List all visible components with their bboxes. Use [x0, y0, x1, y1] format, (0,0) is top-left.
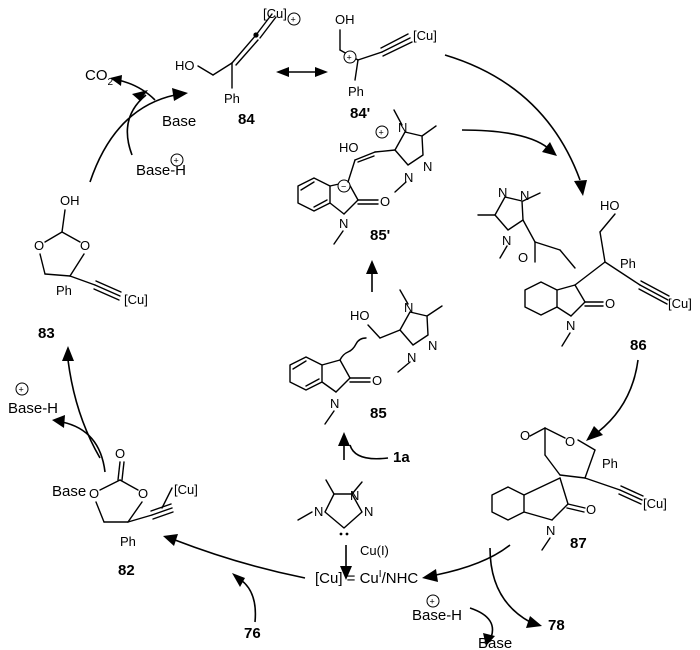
- svg-text:Cu(I): Cu(I): [360, 543, 389, 558]
- svg-text:N: N: [520, 188, 529, 203]
- svg-text:[Cu]: [Cu]: [174, 482, 198, 497]
- svg-text:O: O: [372, 373, 382, 388]
- compound-82: O O O Ph [Cu] 82: [89, 446, 198, 579]
- svg-text:N: N: [546, 523, 555, 538]
- arrow-86-to-87: [597, 359, 639, 433]
- svg-text:[Cu]: [Cu]: [263, 6, 287, 21]
- svg-text:84': 84': [350, 105, 370, 122]
- compound-84p: OH + [Cu] Ph 84': [335, 12, 437, 122]
- svg-text:1a: 1a: [393, 449, 410, 466]
- svg-text:+: +: [430, 597, 435, 607]
- svg-text:N: N: [314, 504, 323, 519]
- svg-text:HO: HO: [350, 308, 370, 323]
- svg-text:Ph: Ph: [620, 256, 636, 271]
- svg-text:+: +: [379, 128, 384, 138]
- svg-text:N: N: [330, 396, 339, 411]
- svg-text:N: N: [404, 300, 413, 315]
- nhc-precatalyst: N N N Cu(I) 1a: [297, 449, 410, 558]
- svg-text:O: O: [80, 238, 90, 253]
- co2-label: CO2: [85, 67, 114, 88]
- arrow-to-78: [489, 547, 531, 623]
- svg-text:[Cu]: [Cu]: [643, 496, 667, 511]
- svg-text:Ph: Ph: [120, 534, 136, 549]
- svg-text:Base-H: Base-H: [8, 400, 58, 417]
- svg-text:O: O: [89, 486, 99, 501]
- svg-text:O: O: [115, 446, 125, 461]
- svg-text:82: 82: [118, 562, 135, 579]
- svg-text:HO: HO: [600, 198, 620, 213]
- svg-text:O: O: [518, 250, 528, 265]
- svg-text:Ph: Ph: [602, 456, 618, 471]
- svg-text:N: N: [566, 318, 575, 333]
- svg-text:N: N: [428, 338, 437, 353]
- svg-text:Ph: Ph: [348, 84, 364, 99]
- compound-76: 76: [244, 625, 261, 642]
- svg-text:[Cu]: [Cu]: [668, 296, 692, 311]
- svg-text:N: N: [502, 233, 511, 248]
- arrow-cu-to-82: [174, 539, 306, 579]
- svg-text:HO: HO: [339, 140, 359, 155]
- svg-text:OH: OH: [60, 193, 80, 208]
- baseh-label-top: Base-H +: [136, 153, 186, 179]
- compound-85: O N HO N N N 85: [289, 289, 443, 425]
- svg-text:85: 85: [370, 405, 387, 422]
- compound-85p: O N − HO N N N + 85': [297, 109, 437, 245]
- svg-text:Ph: Ph: [224, 91, 240, 106]
- svg-text:O: O: [520, 428, 530, 443]
- svg-text:+: +: [19, 385, 24, 395]
- svg-text:OH: OH: [335, 12, 355, 27]
- svg-text:[Cu]: [Cu]: [413, 28, 437, 43]
- svg-text:O: O: [605, 296, 615, 311]
- svg-text:O: O: [586, 502, 596, 517]
- cu-definition: [Cu] = CuI/NHC: [315, 569, 418, 587]
- svg-text:87: 87: [570, 535, 587, 552]
- svg-text:N: N: [350, 488, 359, 503]
- svg-text:N: N: [407, 350, 416, 365]
- arrow-co2-out: [117, 79, 156, 101]
- arrow-base-to-co2: [126, 94, 147, 156]
- arrow-82-to-83: [67, 359, 101, 459]
- arrow-87-to-cu: [435, 544, 511, 576]
- svg-text:Ph: Ph: [56, 283, 72, 298]
- svg-text:CO2: CO2: [85, 67, 114, 88]
- svg-text:N: N: [404, 170, 413, 185]
- svg-text:Base-H: Base-H: [136, 162, 186, 179]
- arrow-83-to-84: [89, 94, 176, 183]
- svg-text:O: O: [565, 434, 575, 449]
- svg-text:85': 85': [370, 227, 390, 244]
- svg-text:N: N: [423, 159, 432, 174]
- svg-text:83: 83: [38, 325, 55, 342]
- compound-78: 78: [548, 617, 565, 634]
- svg-text:O: O: [138, 486, 148, 501]
- svg-text:−: −: [341, 182, 346, 192]
- svg-text:O: O: [34, 238, 44, 253]
- compound-86: N N N O O N HO Ph [Cu] 86: [477, 185, 692, 354]
- compound-83: OH O O Ph [Cu] 83: [34, 193, 148, 342]
- arrow-base-to-baseh-left: [61, 421, 106, 473]
- svg-text:N: N: [498, 185, 507, 200]
- base-label-left: Base: [52, 483, 86, 500]
- arrow-84p-to-86: [444, 54, 581, 181]
- compound-84: HO Ph [Cu] + 84: [175, 6, 301, 128]
- svg-text:N: N: [339, 216, 348, 231]
- svg-text:+: +: [174, 156, 179, 166]
- svg-text:84: 84: [238, 111, 255, 128]
- arrow-85p-to-86: [461, 129, 549, 149]
- svg-text:HO: HO: [175, 58, 195, 73]
- svg-text:O: O: [380, 194, 390, 209]
- arrow-1a-in: [349, 444, 389, 460]
- svg-text:+: +: [347, 53, 352, 63]
- baseh-label-left: Base-H +: [8, 382, 58, 417]
- svg-text:N: N: [398, 120, 407, 135]
- base-label-bottom: Base: [478, 635, 512, 650]
- svg-text:+: +: [291, 15, 296, 25]
- svg-text:86: 86: [630, 337, 647, 354]
- svg-text:[Cu]: [Cu]: [124, 292, 148, 307]
- baseh-label-bottom: Base-H +: [412, 594, 462, 624]
- svg-text:N: N: [364, 504, 373, 519]
- compound-87: O O Ph [Cu] O N 87: [491, 427, 667, 552]
- svg-text:Base-H: Base-H: [412, 607, 462, 624]
- base-label-top: Base: [162, 113, 196, 130]
